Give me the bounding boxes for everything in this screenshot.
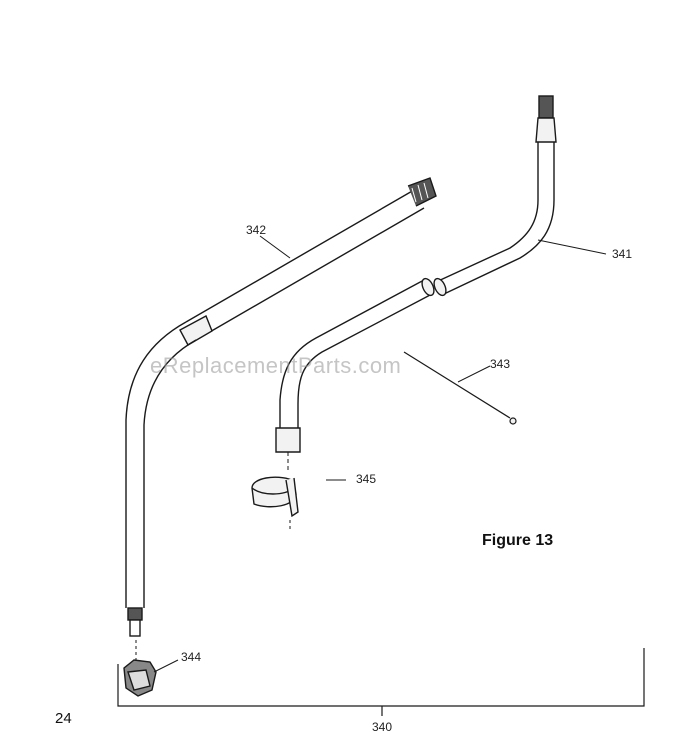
callout-343: 343 bbox=[490, 357, 511, 371]
page-number: 24 bbox=[55, 710, 72, 727]
leader-lines bbox=[153, 235, 607, 673]
callout-342: 342 bbox=[246, 223, 267, 237]
callout-340: 340 bbox=[372, 720, 393, 734]
part-342-tube bbox=[125, 177, 437, 637]
watermark: eReplacementParts.com bbox=[150, 353, 402, 378]
part-341-pipe bbox=[275, 95, 557, 470]
part-345-clip bbox=[251, 476, 299, 530]
part-344-nut bbox=[123, 640, 157, 697]
assembly-bracket-340 bbox=[117, 648, 645, 716]
callout-345: 345 bbox=[356, 472, 377, 486]
callout-341: 341 bbox=[612, 247, 633, 261]
part-343-wire bbox=[403, 351, 517, 425]
callout-344: 344 bbox=[181, 650, 202, 664]
figure-title: Figure 13 bbox=[482, 532, 554, 549]
